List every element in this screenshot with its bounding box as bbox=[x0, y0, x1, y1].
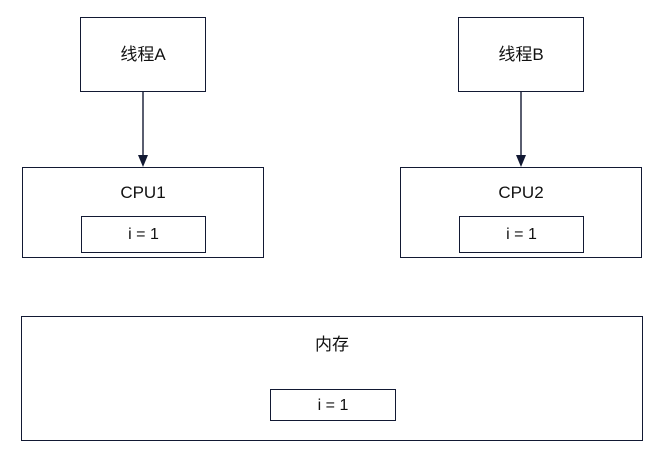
cpu1-label: CPU1 bbox=[120, 183, 166, 202]
thread-b-node[interactable]: 线程B bbox=[458, 17, 584, 92]
thread-a-label: 线程A bbox=[120, 45, 166, 64]
arrow-thread-a-to-cpu1 bbox=[138, 92, 148, 167]
memory-label: 内存 bbox=[315, 335, 349, 354]
thread-a-node[interactable]: 线程A bbox=[80, 17, 206, 92]
memory-value-label: i = 1 bbox=[317, 397, 349, 414]
cpu1-value-box[interactable]: i = 1 bbox=[81, 216, 206, 253]
memory-value-box[interactable]: i = 1 bbox=[270, 389, 396, 421]
cpu2-node[interactable]: CPU2 i = 1 bbox=[400, 167, 642, 258]
cpu1-value-label: i = 1 bbox=[128, 226, 159, 243]
cpu2-label: CPU2 bbox=[498, 183, 544, 202]
arrow-thread-b-to-cpu2 bbox=[516, 92, 526, 167]
cpu1-node[interactable]: CPU1 i = 1 bbox=[22, 167, 264, 258]
thread-b-label: 线程B bbox=[498, 45, 544, 64]
cpu2-value-label: i = 1 bbox=[506, 226, 537, 243]
cpu2-value-box[interactable]: i = 1 bbox=[459, 216, 584, 253]
memory-node[interactable]: 内存 i = 1 bbox=[21, 316, 643, 441]
